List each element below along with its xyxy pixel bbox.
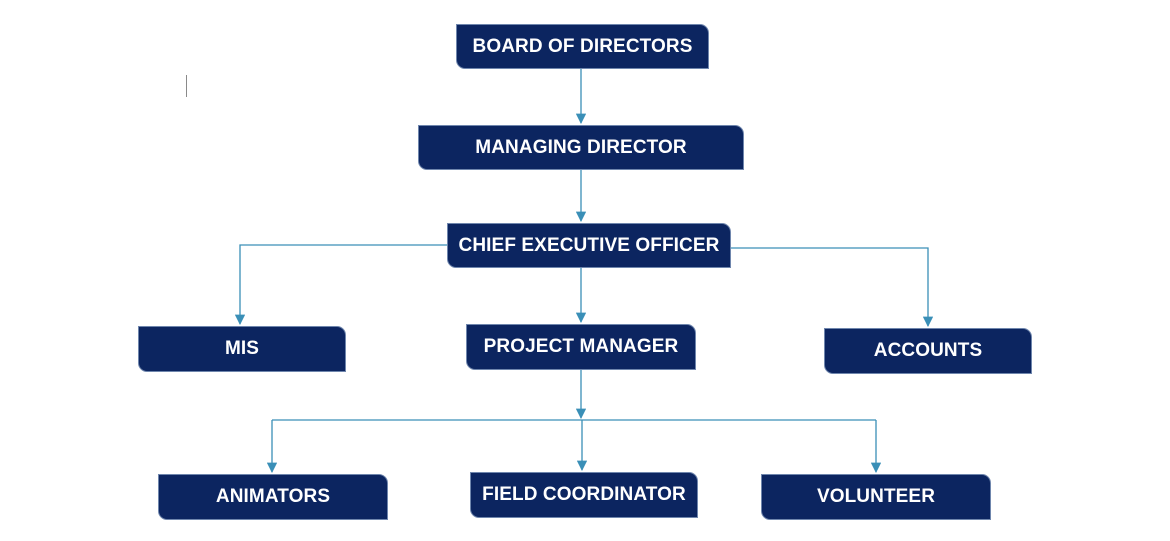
node-chief-executive-officer: CHIEF EXECUTIVE OFFICER bbox=[447, 223, 731, 268]
node-animators: ANIMATORS bbox=[158, 474, 388, 520]
node-mis-label: MIS bbox=[224, 338, 260, 359]
node-managing-director: MANAGING DIRECTOR bbox=[418, 125, 744, 170]
node-mis: MIS bbox=[138, 326, 346, 372]
node-project-manager: PROJECT MANAGER bbox=[466, 324, 696, 370]
node-chief-executive-officer-label: CHIEF EXECUTIVE OFFICER bbox=[458, 234, 720, 256]
node-board-of-directors-label: BOARD OF DIRECTORS bbox=[472, 35, 693, 57]
node-board-of-directors: BOARD OF DIRECTORS bbox=[456, 24, 709, 69]
node-accounts: ACCOUNTS bbox=[824, 328, 1032, 374]
connector-ceo-to-accounts bbox=[731, 247, 934, 328]
node-accounts-label: ACCOUNTS bbox=[873, 340, 983, 361]
node-animators-label: ANIMATORS bbox=[215, 486, 331, 507]
node-volunteer: VOLUNTEER bbox=[761, 474, 991, 520]
node-field-coordinator-label: FIELD COORDINATOR bbox=[482, 484, 686, 505]
node-project-manager-label: PROJECT MANAGER bbox=[483, 336, 679, 357]
node-field-coordinator: FIELD COORDINATOR bbox=[470, 472, 698, 518]
node-volunteer-label: VOLUNTEER bbox=[816, 486, 936, 507]
text-cursor bbox=[186, 75, 187, 97]
node-managing-director-label: MANAGING DIRECTOR bbox=[475, 136, 687, 158]
connector-ceo-to-mis bbox=[234, 244, 447, 326]
